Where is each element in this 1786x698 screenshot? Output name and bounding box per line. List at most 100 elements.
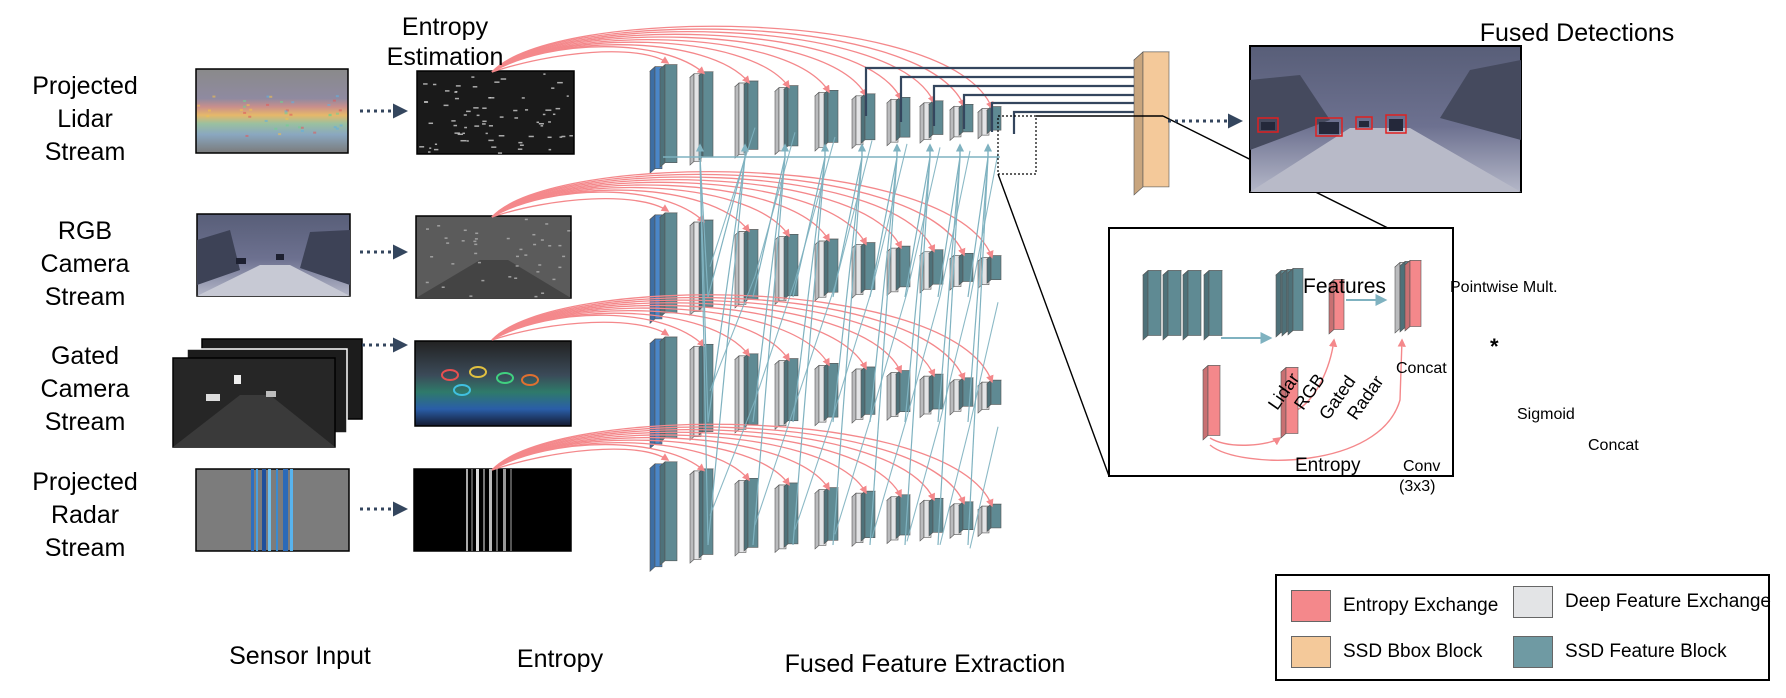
fused-detections-image — [1250, 46, 1521, 192]
lidar-point — [329, 114, 332, 116]
block-front — [1143, 52, 1169, 187]
radar-entropy-column — [489, 469, 492, 551]
block-side — [896, 246, 900, 290]
lidar-entropy-speck — [520, 144, 524, 146]
lidar-point — [339, 109, 342, 111]
block-side — [852, 493, 856, 546]
stream-label-line: Radar — [0, 499, 175, 532]
lidar-entropy-speck — [482, 107, 486, 109]
block-front — [1188, 271, 1201, 336]
radar-entropy-column — [476, 469, 479, 551]
block-side — [861, 94, 865, 144]
lidar-point — [291, 101, 294, 103]
lidar-entropy-speck — [428, 151, 431, 153]
inset-feature-block — [1163, 271, 1181, 341]
block-side — [987, 256, 991, 284]
ssd-feature-block — [660, 65, 677, 168]
block-front — [1168, 271, 1181, 336]
lidar-entropy-speck — [456, 85, 461, 87]
lidar-entropy-speck — [559, 136, 562, 138]
ssd-feature-block — [987, 380, 1001, 408]
block-side — [929, 498, 933, 536]
stream-label-line: Stream — [0, 281, 175, 314]
ssd-feature-block — [660, 213, 677, 318]
block-front — [665, 65, 677, 163]
block-side — [920, 376, 924, 417]
block-side — [699, 469, 703, 558]
lidar-entropy-speck — [543, 73, 545, 75]
block-side — [950, 106, 954, 140]
lidar-entropy-speck — [423, 83, 428, 85]
rgb-entropy-speck — [514, 277, 517, 279]
lidar-entropy-speck — [498, 152, 502, 154]
lidar-entropy-speck — [518, 148, 522, 150]
rgb-entropy-speck — [534, 296, 537, 298]
block-side — [744, 81, 748, 153]
rgb-entropy-image — [416, 216, 571, 298]
lidar-point — [240, 109, 243, 111]
lidar-entropy-speck — [491, 146, 496, 148]
radar-input-image — [196, 469, 349, 551]
radar-entropy-image — [414, 469, 571, 551]
block-front — [1148, 271, 1161, 336]
lidar-entropy-speck — [545, 109, 551, 111]
lidar-entropy-speck — [467, 140, 469, 142]
lidar-entropy-speck — [464, 127, 467, 129]
block-side — [650, 67, 655, 174]
radar-column — [290, 469, 293, 551]
lidar-point — [266, 104, 269, 106]
block-side — [784, 86, 788, 150]
stream-label-radar: Projected Radar Stream — [0, 466, 175, 565]
ssd-feature-block — [959, 104, 973, 135]
lidar-entropy-speck — [501, 78, 507, 80]
rgb-entropy-speck — [445, 237, 448, 239]
radar-entropy-column — [503, 469, 506, 551]
rgb-entropy-speck — [516, 265, 519, 267]
stream-label-line: Stream — [0, 406, 175, 439]
block-side — [959, 378, 963, 410]
block-front — [900, 495, 910, 535]
block-side — [824, 239, 828, 296]
block-side — [987, 504, 991, 531]
block-front — [788, 86, 798, 146]
block-side — [1395, 263, 1400, 334]
gated-car — [206, 394, 220, 401]
lidar-entropy-speck — [464, 114, 467, 116]
lidar-entropy-speck — [488, 140, 493, 142]
rgb-entropy-speck — [478, 262, 481, 264]
lidar-point — [280, 101, 283, 103]
lidar-entropy-speck — [460, 140, 466, 142]
rgb-entropy-speck — [474, 253, 477, 255]
legend-label: SSD Feature Block — [1565, 641, 1727, 663]
radar-column — [268, 469, 271, 551]
gated-sign — [234, 375, 241, 384]
lidar-entropy-speck — [548, 137, 552, 139]
lidar-entropy-speck — [429, 147, 431, 149]
lidar-entropy-speck — [444, 105, 449, 107]
inset-concat-block — [1288, 269, 1303, 336]
block-side — [896, 97, 900, 140]
block-side — [887, 497, 891, 544]
block-side — [1400, 262, 1405, 333]
lidar-point — [206, 115, 209, 117]
lidar-entropy-speck — [499, 135, 505, 137]
ssd-feature-block — [929, 101, 943, 138]
lidar-entropy-speck — [518, 142, 522, 144]
radar-column — [283, 469, 288, 551]
block-side — [735, 83, 739, 158]
legend-item-deep-feature-exchange: Deep Feature Exchange — [1513, 585, 1771, 619]
rgb-car — [276, 254, 284, 260]
stream-label-rgb: RGB Camera Stream — [0, 215, 175, 314]
lidar-entropy-speck — [419, 146, 424, 148]
radar-column — [262, 469, 266, 551]
ssd-feature-block — [784, 86, 798, 150]
gated-entropy-bg — [415, 341, 571, 426]
rgb-entropy-speck — [538, 264, 541, 266]
lidar-point — [243, 112, 246, 114]
lidar-entropy-speck — [482, 121, 486, 123]
stream-label-line: Projected — [0, 466, 175, 499]
inset-concat-top-label: Concat — [1396, 360, 1447, 378]
block-side — [1405, 261, 1410, 332]
lidar-point — [285, 112, 288, 114]
rgb-entropy-speck — [437, 225, 440, 227]
